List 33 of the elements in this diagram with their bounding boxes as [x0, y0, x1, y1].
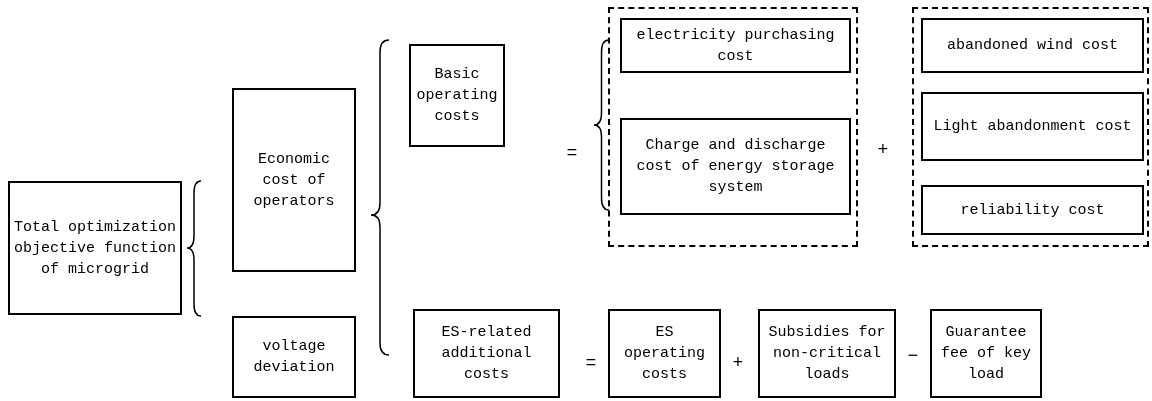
cost-box [758, 309, 896, 398]
box-text: abandoned wind cost [946, 36, 1119, 56]
operator-symbol: + [877, 139, 889, 161]
box-text: ES-related additional costs [440, 323, 533, 385]
box-text: electricity purchasing cost [635, 25, 836, 67]
cost-box [608, 309, 721, 398]
box-text: ES operating costs [623, 323, 706, 385]
box-text: Basic operating costs [415, 65, 499, 127]
cost-box [930, 309, 1042, 398]
dashed-group-box [608, 7, 858, 247]
operator-symbol: = [585, 352, 597, 374]
box-text: voltage deviation [252, 337, 336, 378]
cost-box [620, 18, 851, 73]
operator-symbol: − [907, 345, 919, 367]
cost-box [232, 88, 356, 272]
cost-box [232, 316, 356, 398]
cost-box [620, 118, 851, 215]
box-text: Light abandonment cost [932, 117, 1133, 137]
box-text: reliability cost [959, 200, 1106, 221]
cost-box [921, 185, 1144, 235]
operator-symbol: = [566, 142, 578, 164]
box-text: Charge and discharge cost of energy storage system [635, 136, 836, 198]
box-text: Guarantee fee of key load [940, 323, 1032, 385]
cost-box [921, 18, 1144, 73]
box-text: Total optimization objective function of microgrid [13, 217, 177, 280]
cost-box [413, 309, 560, 398]
cost-box [409, 44, 505, 147]
operator-symbol: + [732, 352, 744, 374]
box-text: Subsidies for non-critical loads [767, 323, 887, 385]
cost-box [921, 92, 1144, 161]
dashed-group-box [912, 7, 1149, 247]
box-text: Economic cost of operators [252, 149, 336, 212]
cost-box [8, 181, 182, 315]
